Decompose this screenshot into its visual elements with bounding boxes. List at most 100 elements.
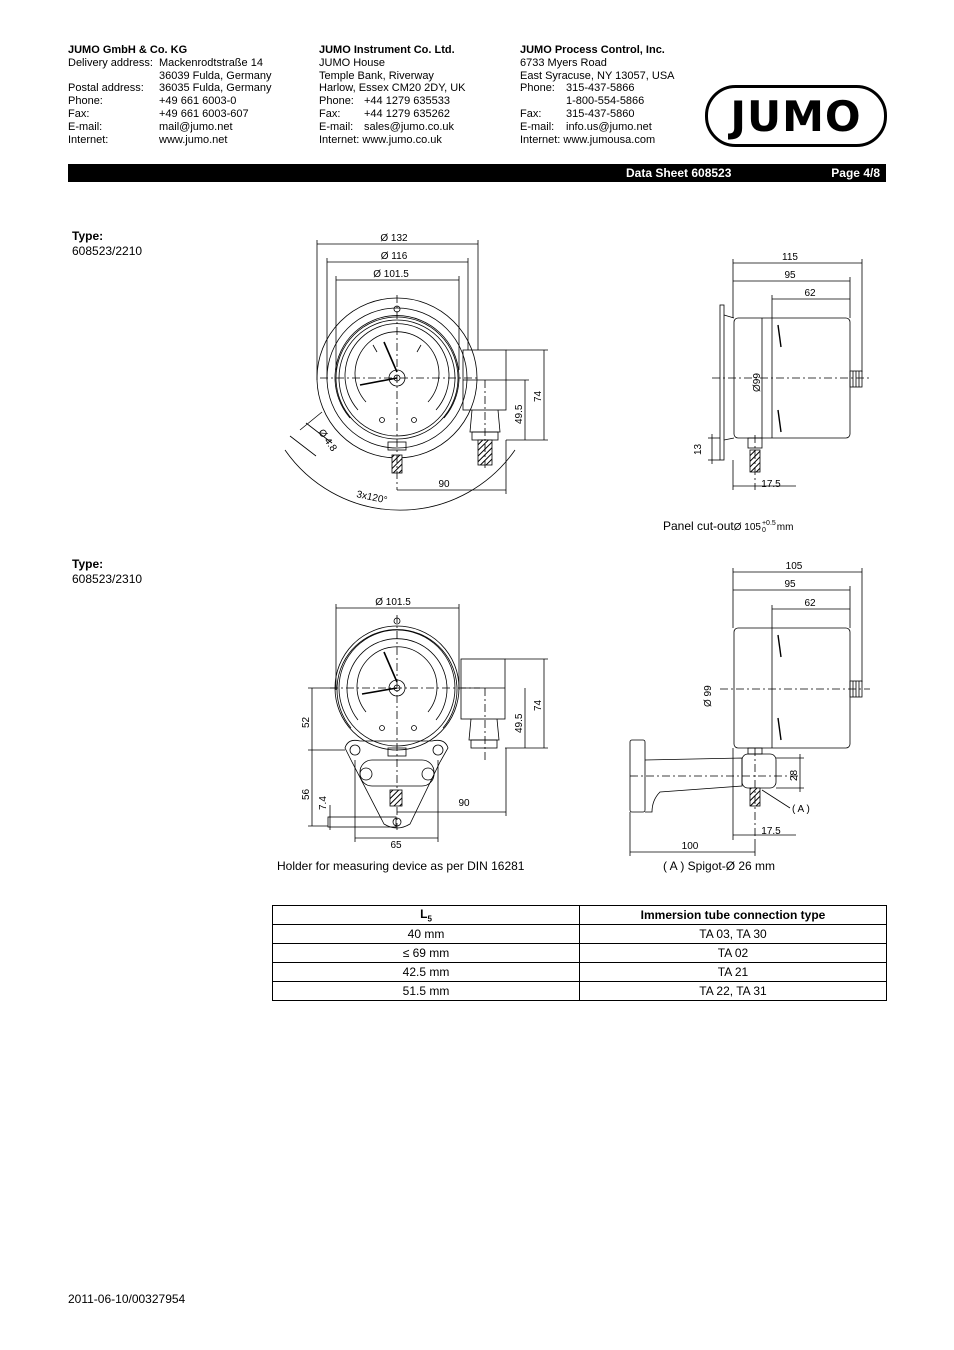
spigot-caption: ( A ) Spigot-Ø 26 mm <box>663 859 776 873</box>
addr-line: Temple Bank, Riverway <box>319 69 434 82</box>
address-table: Phone:+44 1279 635533 Fax:+44 1279 63526… <box>319 95 454 133</box>
cell-type: TA 03, TA 30 <box>579 924 887 944</box>
dim-w62: 62 <box>804 288 816 299</box>
page-number: Page 4/8 <box>831 166 880 180</box>
addr-label: E-mail: <box>319 120 354 133</box>
dim-h74s: 7.4 <box>318 796 329 810</box>
dim-w115: 115 <box>782 252 798 263</box>
panel-cutout-label: Panel cut-out <box>663 519 734 533</box>
dim-angle: 3x120° <box>355 489 388 506</box>
label-a: ( A ) <box>792 804 810 815</box>
dim-w95: 95 <box>784 579 796 590</box>
dim-w62: 62 <box>804 598 816 609</box>
type-block-2: Type: 608523/2310 <box>72 557 142 587</box>
addr-value: info.us@jumo.net <box>566 120 652 133</box>
addr-value: +44 1279 635533 <box>364 95 450 108</box>
type-value: 608523/2210 <box>72 244 143 258</box>
dim-w105: 105 <box>786 561 803 572</box>
dim-w175: 17.5 <box>761 826 781 837</box>
addr-value: 315-437-5860 <box>566 107 635 120</box>
dim-d132: Ø 132 <box>380 233 408 244</box>
drawing-1-side <box>708 259 870 490</box>
dim-d48: Ø 4.8 <box>316 427 339 454</box>
addr-line: Harlow, Essex CM20 2DY, UK <box>319 82 466 95</box>
address-table: Delivery address:Mackenrodtstraße 14 360… <box>68 57 272 147</box>
table-row: 40 mm TA 03, TA 30 <box>272 924 887 944</box>
addr-value: sales@jumo.co.uk <box>364 120 455 133</box>
dim-w95: 95 <box>784 270 796 281</box>
type-block-1: Type: 608523/2210 <box>72 229 142 259</box>
document-footer: 2011-06-10/00327954 <box>68 1292 186 1306</box>
drawing-1-front <box>284 240 548 511</box>
address-jumo-usa: JUMO Process Control, Inc. 6733 Myers Ro… <box>520 44 675 146</box>
technical-drawings: Ø 132 Ø 116 Ø 101.5 Ø 4.8 3x120° 90 49.5… <box>284 233 870 856</box>
dim-h52: 52 <box>301 716 312 728</box>
header-l5: L5 <box>272 905 580 925</box>
dim-d99: Ø 99 <box>703 685 714 707</box>
company-name: JUMO Process Control, Inc. <box>520 44 665 56</box>
address-jumo-uk: JUMO Instrument Co. Ltd. JUMO House Temp… <box>319 44 466 146</box>
table-row: 42.5 mm TA 21 <box>272 962 887 982</box>
addr-line: JUMO House <box>319 56 386 69</box>
drawing-2-front <box>308 604 548 842</box>
header-connection-type: Immersion tube connection type <box>579 905 887 925</box>
address-jumo-germany: JUMO GmbH & Co. KG Delivery address:Mack… <box>68 44 272 146</box>
holder-caption: Holder for measuring device as per DIN 1… <box>277 859 525 873</box>
addr-label: Fax: <box>319 107 341 120</box>
dim-d101: Ø 101.5 <box>375 597 411 608</box>
addr-line: East Syracuse, NY 13057, USA <box>520 69 675 82</box>
panel-cutout-unit: mm <box>776 522 794 533</box>
type-label: Type: <box>72 229 104 243</box>
table-row: 51.5 mm TA 22, TA 31 <box>272 981 887 1001</box>
addr-label: Fax: <box>520 107 542 120</box>
addr-label: Fax: <box>68 107 90 120</box>
dim-h13: 13 <box>693 443 704 455</box>
datasheet-bar: Data Sheet 608523 Page 4/8 <box>68 164 886 182</box>
dim-w65: 65 <box>390 840 402 851</box>
addr-label: Internet: <box>520 133 561 146</box>
cell-l5: 42.5 mm <box>272 962 580 982</box>
dim-h56: 56 <box>301 788 312 800</box>
addr-value: 1-800-554-5866 <box>566 95 645 108</box>
dim-w175: 17.5 <box>761 479 781 490</box>
datasheet-number: Data Sheet 608523 <box>626 166 732 180</box>
dim-h74: 74 <box>533 699 544 711</box>
immersion-tube-table: L5 Immersion tube connection type 40 mm … <box>272 905 887 1001</box>
dim-l90: 90 <box>438 479 450 490</box>
dim-w100: 100 <box>682 841 699 852</box>
addr-value: www.jumo.net <box>159 133 228 146</box>
cell-l5: 51.5 mm <box>272 981 580 1001</box>
address-table: Phone: 315-437-5866 1-800-554-5866 Fax: 31… <box>520 82 652 133</box>
dim-d101: Ø 101.5 <box>373 269 409 280</box>
addr-line: 6733 Myers Road <box>520 56 607 69</box>
addr-value: mail@jumo.net <box>159 120 233 133</box>
dim-d116: Ø 116 <box>381 251 408 262</box>
addr-value: +49 661 6003-0 <box>159 95 237 108</box>
addr-value: Mackenrodtstraße 14 <box>159 56 263 69</box>
jumo-logo: JUMO <box>705 85 887 147</box>
cell-l5: 40 mm <box>272 924 580 944</box>
cell-type: TA 21 <box>579 962 887 982</box>
dim-h495: 49.5 <box>514 404 525 424</box>
addr-value: +49 661 6003-607 <box>159 107 249 120</box>
addr-value: www.jumousa.com <box>563 133 656 146</box>
dim-h495: 49.5 <box>514 713 525 733</box>
addr-value: 315-437-5866 <box>566 82 635 95</box>
addr-value: +44 1279 635262 <box>364 107 450 120</box>
addr-label: Delivery address: <box>68 56 153 69</box>
table-row: ≤ 69 mm TA 02 <box>272 943 887 963</box>
dim-h74: 74 <box>533 390 544 402</box>
addr-label: Internet: <box>68 133 109 146</box>
drawing-2-side <box>629 568 870 856</box>
dim-h28: 28 <box>789 769 800 781</box>
cell-type: TA 02 <box>579 943 887 963</box>
dim-d99: Ø99 <box>752 373 763 392</box>
dim-l90: 90 <box>458 798 470 809</box>
addr-label: E-mail: <box>520 120 555 133</box>
addr-label: Phone: <box>520 82 555 95</box>
panel-cutout-value: Ø 105 <box>733 522 761 533</box>
type-label: Type: <box>72 557 104 571</box>
addr-label: Internet: <box>319 133 360 146</box>
